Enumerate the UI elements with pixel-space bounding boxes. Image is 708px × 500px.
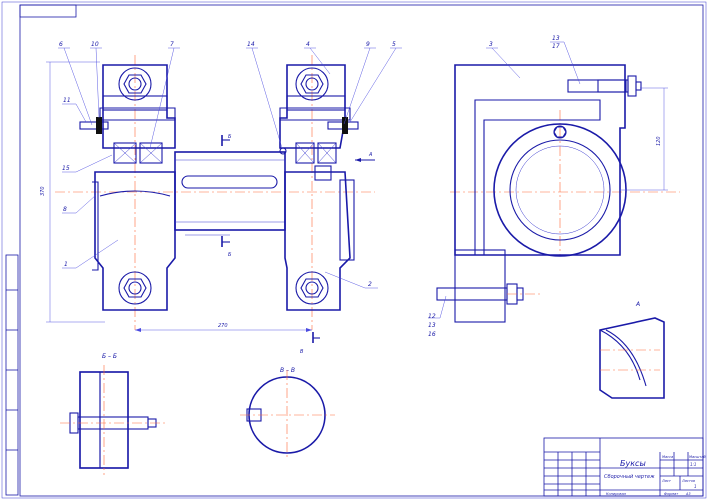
title-block-mass-label: Масса [662, 455, 673, 459]
svg-text:1: 1 [64, 261, 68, 268]
leader-9: 9 [343, 41, 376, 125]
leader-8: 8 [62, 194, 97, 214]
frame-top-label-box [19, 4, 77, 18]
title-block-name: Буксы [620, 459, 646, 468]
section-label-v: В [300, 349, 304, 355]
view-a-title: А [635, 301, 640, 308]
svg-text:2: 2 [368, 281, 372, 288]
svg-text:4: 4 [306, 41, 310, 48]
left-margin-stamp [5, 254, 19, 496]
title-block-sheet-label: Лист [661, 479, 672, 483]
section-label-b-top: Б [228, 134, 232, 140]
axle-shaft [174, 151, 286, 236]
title-block-scale-label: Масштаб [689, 455, 706, 459]
leader-13-17: 13 17 [550, 35, 581, 85]
leader-7: 7 [149, 41, 180, 149]
leader-1: 1 [62, 239, 119, 269]
section-b-b: Б – Б [60, 353, 165, 475]
view-arrow-a-label: А [368, 152, 373, 158]
svg-text:12: 12 [428, 313, 436, 320]
dimension-width: 270 [135, 323, 312, 332]
dimension-right-value: 120 [656, 136, 662, 146]
leader-5: 5 [349, 41, 402, 123]
section-mark-b-bottom: Б [221, 236, 232, 258]
view-a-detail: А [599, 301, 665, 399]
dimension-height: 370 [40, 61, 105, 323]
leader-15: 15 [62, 154, 113, 173]
svg-text:13: 13 [428, 322, 436, 329]
drawing-frame [19, 4, 704, 497]
title-block: Буксы Сборочный чертеж Масса Масштаб 1:1… [543, 437, 706, 497]
title-block-format-value: A3 [685, 492, 691, 496]
front-view: Б Б В А 370 270 [40, 41, 402, 355]
leader-11: 11 [62, 97, 87, 123]
svg-text:14: 14 [247, 41, 255, 48]
svg-text:15: 15 [62, 165, 70, 172]
section-mark-v-bottom: В [300, 332, 320, 355]
leader-14: 14 [246, 41, 283, 149]
leader-4: 4 [304, 41, 331, 75]
title-block-scale-value: 1:1 [690, 462, 696, 467]
title-block-sheets-count: 1 [694, 484, 697, 489]
svg-text:6: 6 [59, 41, 63, 48]
dimension-width-value: 270 [218, 323, 228, 329]
section-mark-b-top: Б [221, 134, 232, 146]
leader-2: 2 [324, 271, 378, 289]
svg-text:13: 13 [552, 35, 560, 42]
section-label-b-bottom: Б [228, 252, 232, 258]
svg-text:7: 7 [170, 41, 174, 48]
section-b-b-title: Б – Б [102, 353, 117, 360]
side-view: 120 3 13 17 12 13 16 [428, 35, 680, 338]
svg-text:8: 8 [63, 206, 67, 213]
leader-12-13-16: 12 13 16 [428, 295, 447, 338]
svg-text:10: 10 [91, 41, 99, 48]
leader-10: 10 [90, 41, 102, 119]
title-block-doc-type: Сборочный чертеж [604, 474, 655, 480]
right-axlebox-housing [279, 64, 359, 311]
leader-6: 6 [58, 41, 93, 126]
svg-text:3: 3 [489, 41, 493, 48]
svg-text:11: 11 [63, 97, 71, 104]
title-block-format-label: Формат [664, 492, 679, 496]
svg-text:5: 5 [392, 41, 396, 48]
left-axlebox-housing [79, 64, 176, 311]
leader-3: 3 [486, 41, 521, 79]
section-v-v-title: В – В [280, 367, 295, 374]
section-v-v: В – В [240, 367, 335, 460]
title-block-sheets-label: Листов [681, 479, 695, 483]
svg-text:17: 17 [552, 43, 560, 50]
svg-text:9: 9 [366, 41, 370, 48]
svg-text:16: 16 [428, 331, 436, 338]
view-arrow-a: А [355, 152, 375, 162]
title-block-copied-label: Копировал [606, 492, 627, 496]
dimension-height-value: 370 [40, 186, 46, 196]
